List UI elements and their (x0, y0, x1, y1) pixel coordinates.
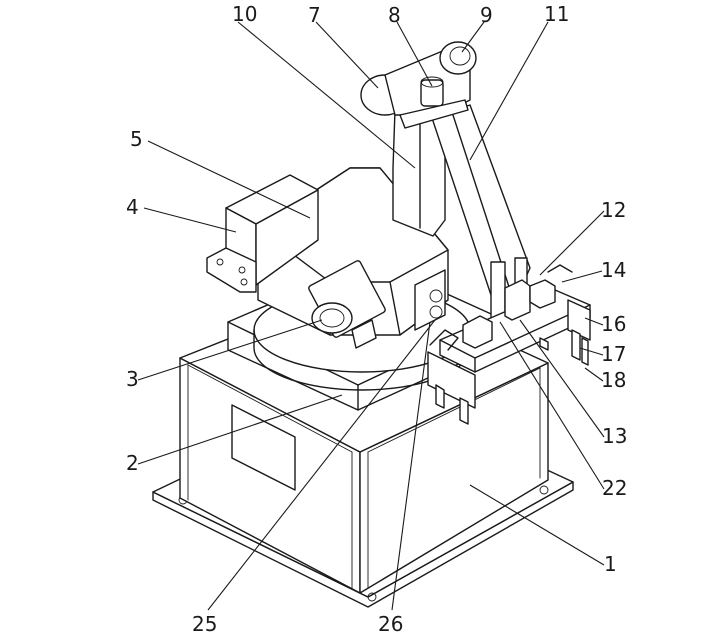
part-label-16: 16 (601, 312, 626, 336)
part-label-5: 5 (130, 127, 143, 151)
part-label-11: 11 (544, 2, 569, 26)
part-label-17: 17 (601, 342, 626, 366)
part-label-10: 10 (232, 2, 257, 26)
part-label-3: 3 (126, 367, 139, 391)
part-label-26: 26 (378, 612, 403, 636)
part-labels: 10 7 8 9 11 5 4 12 14 16 17 18 3 13 2 22… (126, 2, 627, 636)
part-label-8: 8 (388, 3, 401, 27)
part-label-12: 12 (601, 198, 626, 222)
gripper-assembly (427, 257, 591, 425)
lower-arm (392, 101, 446, 237)
part-label-22: 22 (602, 476, 627, 500)
part-label-25: 25 (192, 612, 217, 636)
part-label-13: 13 (602, 424, 627, 448)
part-label-4: 4 (126, 195, 139, 219)
part-label-14: 14 (601, 258, 626, 282)
part-label-18: 18 (601, 368, 626, 392)
wrist-head (360, 41, 477, 129)
part-label-2: 2 (126, 451, 139, 475)
part-label-9: 9 (480, 3, 493, 27)
part-label-1: 1 (604, 552, 617, 576)
leader-lines (137, 21, 605, 611)
part-label-7: 7 (308, 3, 321, 27)
